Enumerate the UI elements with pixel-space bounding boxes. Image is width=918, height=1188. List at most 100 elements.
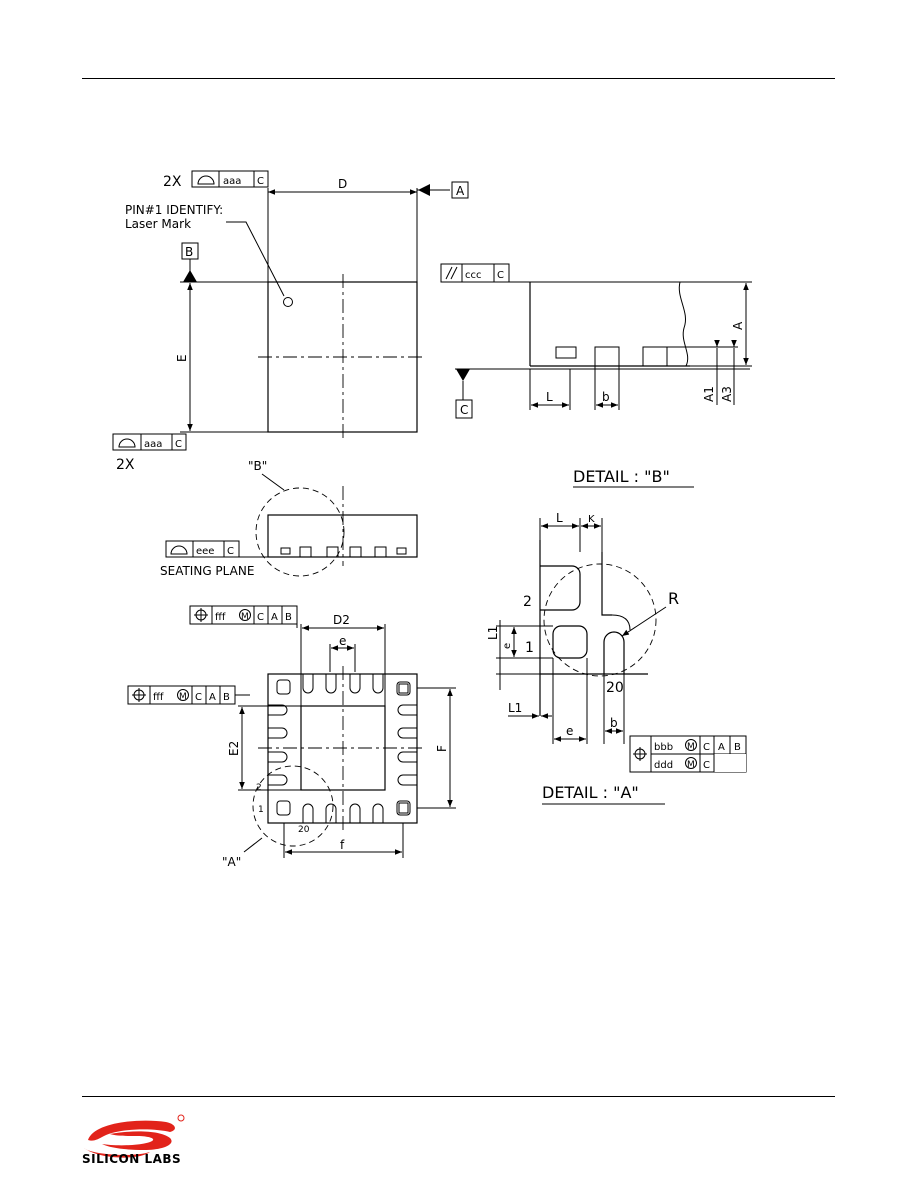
seating-plane-label: SEATING PLANE bbox=[160, 564, 254, 578]
profile-surface-icon-3 bbox=[170, 545, 188, 555]
dim-e-label: e bbox=[339, 634, 346, 648]
tol-bbb-datum-1: C bbox=[703, 742, 710, 753]
datum-A-triangle bbox=[418, 184, 430, 196]
detail-dim-L1-bottom-label: L1 bbox=[508, 701, 522, 715]
datum-C-label: C bbox=[460, 403, 468, 417]
detail-dim-e-label: e bbox=[502, 643, 513, 649]
silicon-labs-logo-icon bbox=[84, 1114, 185, 1158]
tol-bbb-datum-3: B bbox=[734, 742, 741, 753]
side-lead-2 bbox=[594, 346, 620, 367]
dim-A-label: A bbox=[731, 321, 745, 330]
side-lead-3 bbox=[642, 346, 668, 367]
pin1-leader bbox=[226, 221, 285, 297]
dim-A1-label: A1 bbox=[702, 386, 716, 402]
detail-pin-1: 1 bbox=[525, 640, 534, 656]
detail-dim-R-label: R bbox=[668, 589, 679, 608]
tol-pos-top-datum-1: C bbox=[257, 612, 264, 623]
detail-dim-L1-label: L1 bbox=[486, 626, 500, 640]
dim-b-label: b bbox=[602, 390, 610, 404]
side-view: ccc C C L b A bbox=[440, 263, 752, 419]
svg-text:M: M bbox=[241, 612, 249, 622]
tol-pos-left-value: fff bbox=[153, 692, 164, 703]
tol-frame-top: aaa C bbox=[191, 170, 269, 188]
detail-a-title: DETAIL : "A" bbox=[542, 783, 639, 802]
dim-D2-label: D2 bbox=[333, 613, 350, 627]
top-view: 2X aaa C D A PIN#1 IDENTIFY: Laser Mark bbox=[112, 170, 469, 473]
datum-B-label: B bbox=[185, 245, 193, 259]
detail-pad-20 bbox=[603, 631, 625, 674]
tol-2x-top-count: 2X bbox=[163, 174, 182, 190]
tol-frame-flat: eee C bbox=[165, 540, 240, 558]
tol-bbb-value: bbb bbox=[654, 742, 673, 753]
detail-a-ref: "A" bbox=[222, 855, 241, 869]
detail-dim-L-label: L bbox=[556, 511, 563, 525]
pin1-label-line2: Laser Mark bbox=[125, 217, 191, 231]
detail-b-title: DETAIL : "B" bbox=[573, 467, 670, 486]
break-line bbox=[678, 281, 689, 367]
dim-f-label: f bbox=[340, 838, 345, 852]
tol-bbb-datum-2: A bbox=[718, 742, 725, 753]
dim-A3-label: A3 bbox=[720, 386, 734, 402]
tol-frame-parallel: ccc C bbox=[440, 263, 510, 283]
tol-pos-top-value: fff bbox=[215, 612, 226, 623]
tol-2x-left-count: 2X bbox=[116, 457, 135, 473]
side-lead-1 bbox=[555, 346, 577, 359]
detail-dim-K-label: K bbox=[588, 514, 595, 525]
tol-pos-left-datum-3: B bbox=[223, 692, 230, 703]
mmc-icon-4 bbox=[685, 757, 697, 769]
tol-frame-pos-top: fff M C A B bbox=[189, 605, 298, 625]
dim-F-label: F bbox=[435, 745, 449, 752]
bottom-view: fff M C A B D2 e bbox=[127, 605, 456, 869]
svg-text:M: M bbox=[179, 692, 187, 702]
profile-surface-icon bbox=[197, 175, 215, 185]
tol-flat-datum: C bbox=[227, 546, 234, 557]
tol-ddd-datum: C bbox=[703, 760, 710, 771]
bottom-pin-20: 20 bbox=[298, 825, 310, 835]
mmc-icon-3 bbox=[685, 739, 697, 751]
parallel-icon bbox=[445, 266, 453, 280]
detail-b-view: DETAIL : "B" L K 2 1 20 R bbox=[486, 467, 747, 773]
svg-text:M: M bbox=[687, 760, 695, 770]
tol-top-datum: C bbox=[257, 176, 264, 187]
tol-left-datum: C bbox=[175, 439, 182, 450]
logo-text: SILICON LABS bbox=[82, 1152, 182, 1166]
bottom-view-body bbox=[267, 673, 418, 824]
tol-flat-value: eee bbox=[196, 546, 214, 557]
tol-frame-left: aaa C bbox=[112, 433, 187, 451]
tol-pos-top-datum-2: A bbox=[271, 612, 278, 623]
dim-E2-label: E2 bbox=[227, 741, 241, 756]
tol-pos-left-datum-1: C bbox=[195, 692, 202, 703]
dim-L-label: L bbox=[546, 390, 553, 404]
tol-pos-left-datum-2: A bbox=[209, 692, 216, 703]
detail-R-leader bbox=[621, 606, 667, 637]
bottom-pin-2: 2 bbox=[256, 783, 262, 793]
tol-parallel-value: ccc bbox=[465, 270, 482, 281]
pin1-mark bbox=[283, 297, 293, 307]
detail-pin-2: 2 bbox=[523, 594, 532, 610]
tol-parallel-datum: C bbox=[497, 270, 504, 281]
mmc-icon bbox=[239, 609, 251, 621]
header-rule bbox=[82, 78, 835, 79]
detail-b-boundary bbox=[543, 563, 657, 677]
seating-view: "B" eee C SEATING PLANE bbox=[160, 459, 418, 578]
svg-text:M: M bbox=[687, 742, 695, 752]
datum-C-triangle bbox=[456, 369, 470, 381]
detail-b-circle bbox=[255, 487, 345, 577]
detail-pin-20: 20 bbox=[606, 680, 624, 696]
datum-B-triangle bbox=[183, 270, 197, 282]
detail-pad-1 bbox=[552, 625, 588, 659]
dim-E-label: E bbox=[175, 354, 189, 362]
datum-A-label: A bbox=[456, 184, 465, 198]
tol-frame-pos-left: fff M C A B bbox=[127, 685, 236, 705]
tol-ddd-value: ddd bbox=[654, 760, 673, 771]
detail-dim-b-label: b bbox=[610, 716, 618, 730]
detail-dim-e-bottom-label: e bbox=[566, 724, 573, 738]
profile-surface-icon-2 bbox=[118, 438, 136, 448]
dim-D-label: D bbox=[338, 177, 347, 191]
pin1-label-line1: PIN#1 IDENTIFY: bbox=[125, 203, 223, 217]
detail-b-ref: "B" bbox=[248, 459, 267, 473]
tol-pos-top-datum-3: B bbox=[285, 612, 292, 623]
tol-left-value: aaa bbox=[144, 439, 162, 450]
